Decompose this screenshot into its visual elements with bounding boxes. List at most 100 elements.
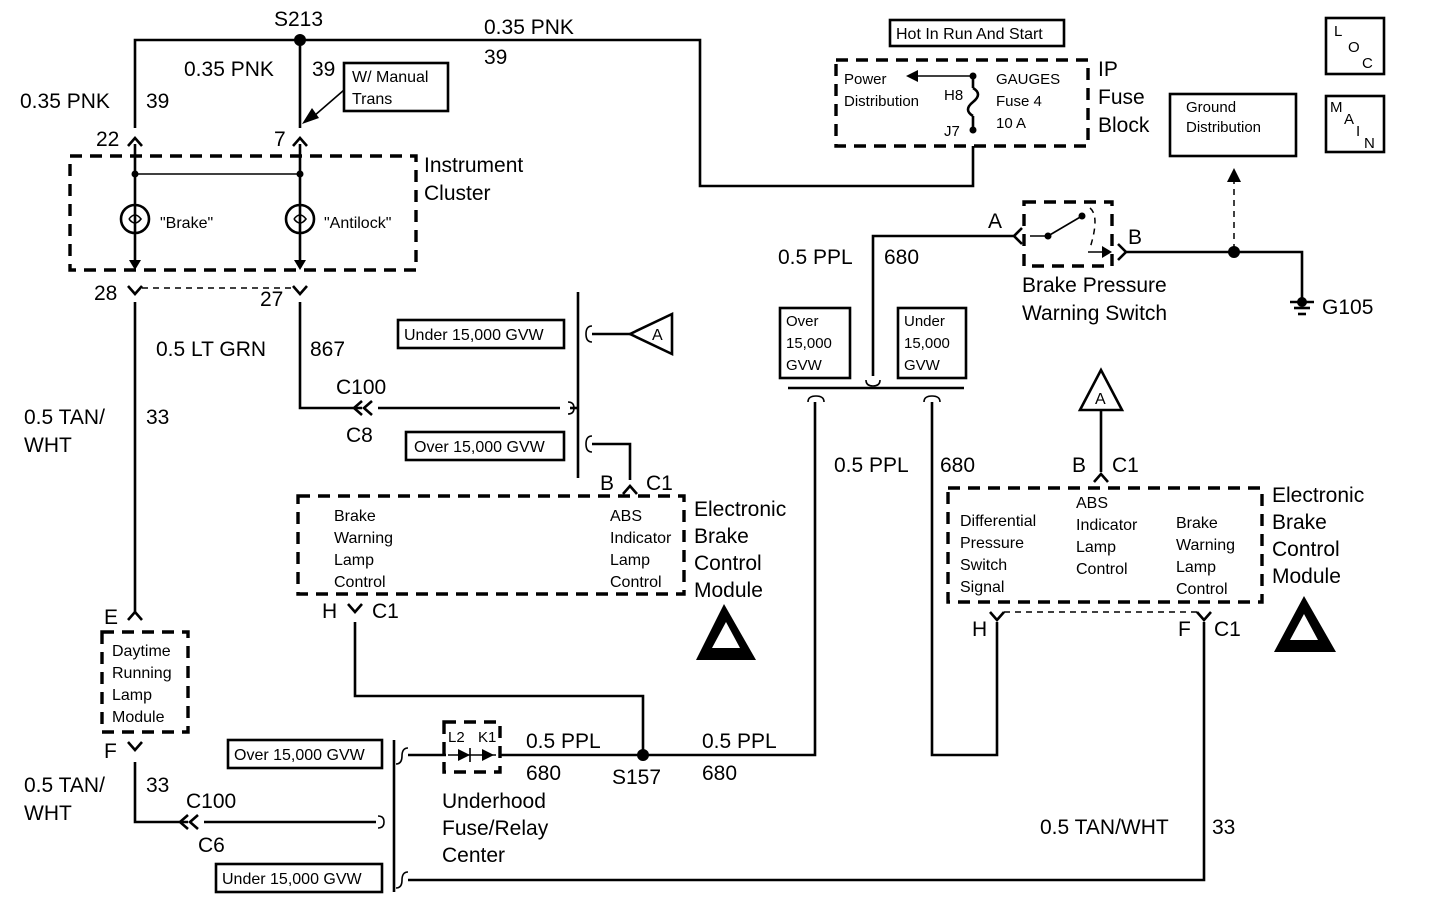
svg-text:Switch: Switch	[960, 557, 1007, 574]
svg-text:Center: Center	[442, 844, 505, 867]
svg-text:Warning: Warning	[334, 530, 393, 547]
svg-text:Over 15,000 GVW: Over 15,000 GVW	[414, 439, 546, 456]
svg-text:Indicator: Indicator	[1076, 517, 1138, 534]
wire-label-ppl-left: 0.5 PPL	[526, 730, 601, 753]
esd-icon-left	[696, 604, 756, 660]
svg-text:Under 15,000 GVW: Under 15,000 GVW	[404, 327, 545, 344]
svg-text:Warning: Warning	[1176, 537, 1235, 554]
svg-text:C1: C1	[1112, 454, 1139, 477]
connector-c100-c6: C100 C6	[178, 790, 236, 857]
svg-text:Signal: Signal	[960, 579, 1004, 596]
wire-circuit-ppl-mid: 680	[940, 454, 975, 477]
wire-label-tan-upper-2: WHT	[24, 434, 72, 457]
svg-text:27: 27	[260, 288, 283, 311]
svg-text:Ground: Ground	[1186, 99, 1236, 116]
svg-text:H8: H8	[944, 87, 963, 104]
wire-tan-wht-33-lower	[133, 762, 188, 824]
wire-label-lt-grn: 0.5 LT GRN	[156, 338, 266, 361]
wire-abs-b	[592, 442, 632, 480]
svg-text:Electronic: Electronic	[694, 498, 786, 521]
note-under-gvw-small: Under 15,000 GVW	[896, 306, 968, 380]
wire-ppl-680-diff	[930, 402, 999, 757]
loc-icon: L O C	[1324, 16, 1386, 76]
svg-text:Fuse/Relay: Fuse/Relay	[442, 817, 549, 840]
wire-label-pnk-mid: 0.35 PNK	[184, 58, 274, 81]
wire-ground	[1126, 250, 1304, 300]
ebcm-right: B C1 Differential Pressure Switch Signal…	[946, 454, 1364, 652]
svg-text:B: B	[600, 472, 614, 495]
note-under-gvw-lower: Under 15,000 GVW	[214, 862, 384, 894]
svg-text:Instrument: Instrument	[424, 154, 523, 177]
svg-text:C1: C1	[372, 600, 399, 623]
underhood-relay: L2 K1 Underhood Fuse/Relay Center	[442, 720, 549, 867]
wire-label-tan-bottom: 0.5 TAN/WHT	[1040, 816, 1169, 839]
svg-text:Trans: Trans	[352, 91, 392, 108]
svg-text:C6: C6	[198, 834, 225, 857]
svg-text:C1: C1	[646, 472, 673, 495]
svg-text:A: A	[1344, 111, 1354, 128]
svg-text:C: C	[1362, 55, 1373, 72]
ground-distribution: Ground Distribution G105	[1168, 92, 1373, 319]
wire-circuit-pnk-top: 39	[484, 46, 507, 69]
svg-text:Under 15,000 GVW: Under 15,000 GVW	[222, 871, 363, 888]
splice-s157-label: S157	[612, 766, 661, 789]
svg-text:O: O	[1348, 39, 1360, 56]
svg-text:Underhood: Underhood	[442, 790, 546, 813]
svg-text:Block: Block	[1098, 114, 1150, 137]
svg-text:Distribution: Distribution	[1186, 119, 1261, 136]
note-hot-in-run: Hot In Run And Start	[888, 18, 1066, 48]
svg-text:Warning Switch: Warning Switch	[1022, 302, 1167, 325]
brake-pressure-switch: A B Brake Pressure Warning Switch	[988, 200, 1167, 325]
svg-text:J7: J7	[944, 123, 960, 140]
wire-circuit-tan-upper: 33	[146, 406, 169, 429]
svg-text:C1: C1	[1214, 618, 1241, 641]
instrument-cluster: "Brake" "Antilock" Instrument Cluster 22…	[68, 128, 523, 311]
svg-text:GVW: GVW	[904, 357, 941, 374]
svg-text:Module: Module	[694, 579, 763, 602]
svg-text:Lamp: Lamp	[112, 687, 152, 704]
svg-text:K1: K1	[478, 729, 496, 746]
svg-text:Fuse: Fuse	[1098, 86, 1145, 109]
ip-fuse-block: Power Distribution H8 J7 GAUGES Fuse 4 1…	[834, 58, 1150, 148]
wire-label-tan-lower-1: 0.5 TAN/	[24, 774, 105, 797]
note-over-gvw-upper: Over 15,000 GVW	[404, 430, 566, 462]
wire-circuit-lt-grn: 867	[310, 338, 345, 361]
svg-text:Power: Power	[844, 71, 887, 88]
ground-g105-label: G105	[1322, 296, 1373, 319]
svg-text:N: N	[1364, 135, 1375, 152]
svg-text:ABS: ABS	[610, 508, 642, 525]
main-icon: M A I N	[1324, 94, 1386, 154]
esd-icon-right	[1274, 596, 1336, 652]
svg-text:Hot In Run And Start: Hot In Run And Start	[896, 26, 1043, 43]
svg-text:Module: Module	[1272, 565, 1341, 588]
svg-text:H: H	[972, 618, 987, 641]
svg-text:15,000: 15,000	[904, 335, 950, 352]
svg-text:Daytime: Daytime	[112, 643, 171, 660]
ebcm-left: Brake Warning Lamp Control ABS Indicator…	[296, 472, 786, 660]
note-over-gvw-lower: Over 15,000 GVW	[226, 738, 384, 770]
wire-circuit-tan-lower: 33	[146, 774, 169, 797]
svg-text:15,000: 15,000	[786, 335, 832, 352]
svg-text:7: 7	[274, 128, 286, 151]
svg-text:Brake Pressure: Brake Pressure	[1022, 274, 1167, 297]
svg-text:Differential: Differential	[960, 513, 1036, 530]
ref-triangle-a-left: A	[626, 311, 674, 357]
svg-text:A: A	[988, 210, 1002, 233]
svg-text:Brake: Brake	[1176, 515, 1218, 532]
svg-text:C100: C100	[186, 790, 236, 813]
wire-label-tan-lower-2: WHT	[24, 802, 72, 825]
svg-text:IP: IP	[1098, 58, 1118, 81]
svg-text:Electronic: Electronic	[1272, 484, 1364, 507]
svg-text:28: 28	[94, 282, 117, 305]
svg-text:W/ Manual: W/ Manual	[352, 69, 428, 86]
svg-text:C8: C8	[346, 424, 373, 447]
svg-text:E: E	[104, 606, 118, 629]
svg-text:Control: Control	[1176, 581, 1228, 598]
svg-text:I: I	[1356, 123, 1360, 140]
svg-text:22: 22	[96, 128, 119, 151]
wire-label-pnk-top: 0.35 PNK	[484, 16, 574, 39]
svg-text:Control: Control	[334, 574, 386, 591]
svg-text:Under: Under	[904, 313, 945, 330]
svg-text:Over: Over	[786, 313, 819, 330]
